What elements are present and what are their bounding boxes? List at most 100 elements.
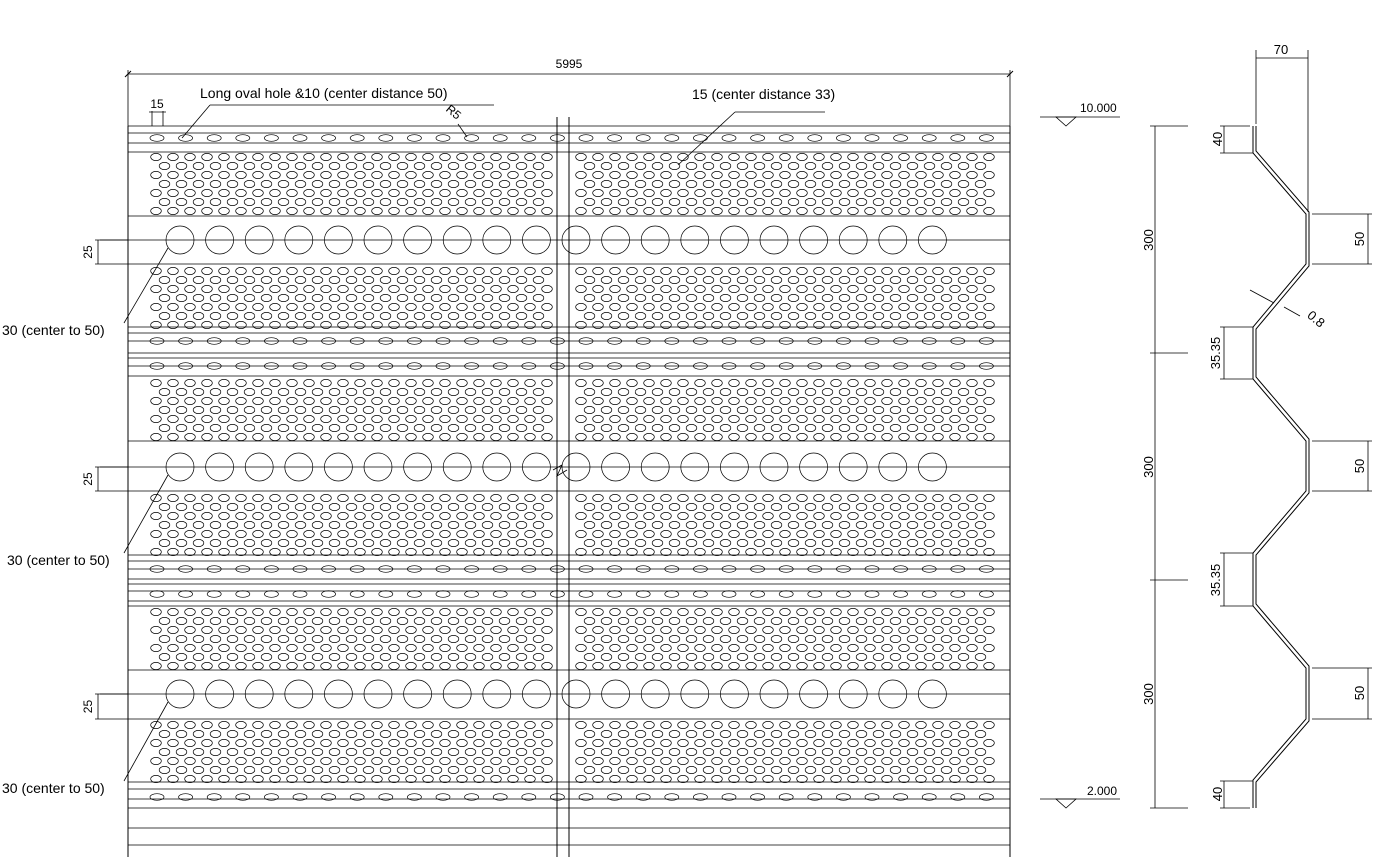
small-hole bbox=[745, 189, 757, 197]
small-hole bbox=[592, 644, 604, 652]
small-hole bbox=[830, 775, 842, 783]
small-hole bbox=[609, 662, 621, 670]
small-hole bbox=[498, 180, 511, 188]
small-hole bbox=[898, 662, 910, 670]
small-hole bbox=[813, 379, 825, 387]
small-hole bbox=[804, 539, 817, 547]
oval-hole bbox=[635, 362, 651, 370]
small-hole bbox=[345, 424, 358, 432]
small-hole bbox=[694, 530, 706, 538]
small-hole bbox=[405, 530, 417, 538]
small-hole bbox=[830, 415, 842, 423]
small-hole bbox=[762, 171, 774, 179]
small-hole bbox=[456, 548, 468, 556]
small-hole bbox=[643, 267, 655, 275]
small-hole bbox=[303, 608, 315, 616]
small-hole bbox=[218, 739, 230, 747]
small-hole bbox=[498, 406, 511, 414]
small-hole bbox=[294, 539, 307, 547]
small-hole bbox=[218, 608, 230, 616]
oval-hole bbox=[950, 793, 966, 801]
small-hole bbox=[209, 294, 222, 302]
big-hole-gap-label: 25 bbox=[81, 700, 95, 714]
small-hole bbox=[252, 644, 264, 652]
small-hole bbox=[473, 626, 485, 634]
small-hole bbox=[337, 548, 349, 556]
small-hole bbox=[592, 267, 604, 275]
small-hole bbox=[473, 512, 485, 520]
small-hole bbox=[235, 267, 247, 275]
small-hole bbox=[252, 415, 264, 423]
small-hole bbox=[167, 397, 179, 405]
small-hole bbox=[439, 548, 451, 556]
small-hole bbox=[660, 608, 672, 616]
hole-width-label: 15 bbox=[150, 97, 164, 111]
small-hole bbox=[719, 653, 732, 661]
small-hole bbox=[685, 198, 698, 206]
small-hole bbox=[235, 662, 247, 670]
oval-hole bbox=[836, 134, 851, 142]
small-hole bbox=[838, 521, 851, 529]
small-hole bbox=[728, 189, 740, 197]
small-hole bbox=[787, 766, 800, 774]
small-hole bbox=[490, 189, 502, 197]
big-hole bbox=[165, 225, 195, 255]
small-hole bbox=[405, 285, 417, 293]
oval-hole bbox=[893, 337, 908, 345]
small-hole bbox=[881, 285, 893, 293]
small-hole bbox=[796, 739, 808, 747]
small-hole bbox=[269, 626, 281, 634]
small-hole bbox=[957, 653, 970, 661]
small-hole bbox=[328, 653, 341, 661]
small-hole bbox=[949, 530, 961, 538]
small-hole bbox=[813, 207, 825, 215]
small-hole bbox=[456, 721, 468, 729]
small-hole bbox=[243, 180, 256, 188]
small-hole bbox=[413, 748, 426, 756]
small-hole bbox=[668, 503, 681, 511]
small-hole bbox=[405, 433, 417, 441]
small-hole bbox=[804, 406, 817, 414]
small-hole bbox=[515, 406, 528, 414]
small-hole bbox=[575, 644, 587, 652]
small-hole bbox=[651, 198, 664, 206]
small-hole bbox=[583, 162, 596, 170]
small-hole bbox=[940, 424, 953, 432]
small-hole bbox=[915, 739, 927, 747]
small-hole bbox=[371, 548, 383, 556]
small-hole bbox=[226, 198, 239, 206]
small-hole bbox=[736, 198, 749, 206]
small-hole bbox=[643, 415, 655, 423]
oval-hole bbox=[979, 565, 994, 573]
small-hole bbox=[745, 721, 757, 729]
small-hole bbox=[490, 608, 502, 616]
small-hole bbox=[770, 388, 783, 396]
oval-hole bbox=[378, 590, 394, 598]
small-hole bbox=[328, 730, 341, 738]
small-hole bbox=[371, 608, 383, 616]
small-hole bbox=[745, 530, 757, 538]
small-hole bbox=[430, 294, 443, 302]
small-hole bbox=[838, 294, 851, 302]
big-hole bbox=[878, 225, 908, 255]
small-hole bbox=[422, 415, 434, 423]
small-hole bbox=[175, 162, 188, 170]
small-hole bbox=[320, 662, 332, 670]
small-hole bbox=[422, 321, 434, 329]
small-hole bbox=[439, 530, 451, 538]
small-hole bbox=[362, 748, 375, 756]
small-hole bbox=[252, 303, 264, 311]
oval-hole bbox=[521, 362, 537, 370]
small-hole bbox=[175, 198, 188, 206]
small-hole bbox=[719, 617, 732, 625]
small-hole bbox=[362, 424, 375, 432]
small-hole bbox=[889, 276, 902, 284]
small-hole bbox=[804, 503, 817, 511]
small-hole bbox=[422, 494, 434, 502]
small-hole bbox=[719, 424, 732, 432]
small-hole bbox=[405, 397, 417, 405]
small-hole bbox=[898, 548, 910, 556]
small-hole bbox=[949, 548, 961, 556]
small-hole bbox=[643, 207, 655, 215]
small-hole bbox=[609, 644, 621, 652]
